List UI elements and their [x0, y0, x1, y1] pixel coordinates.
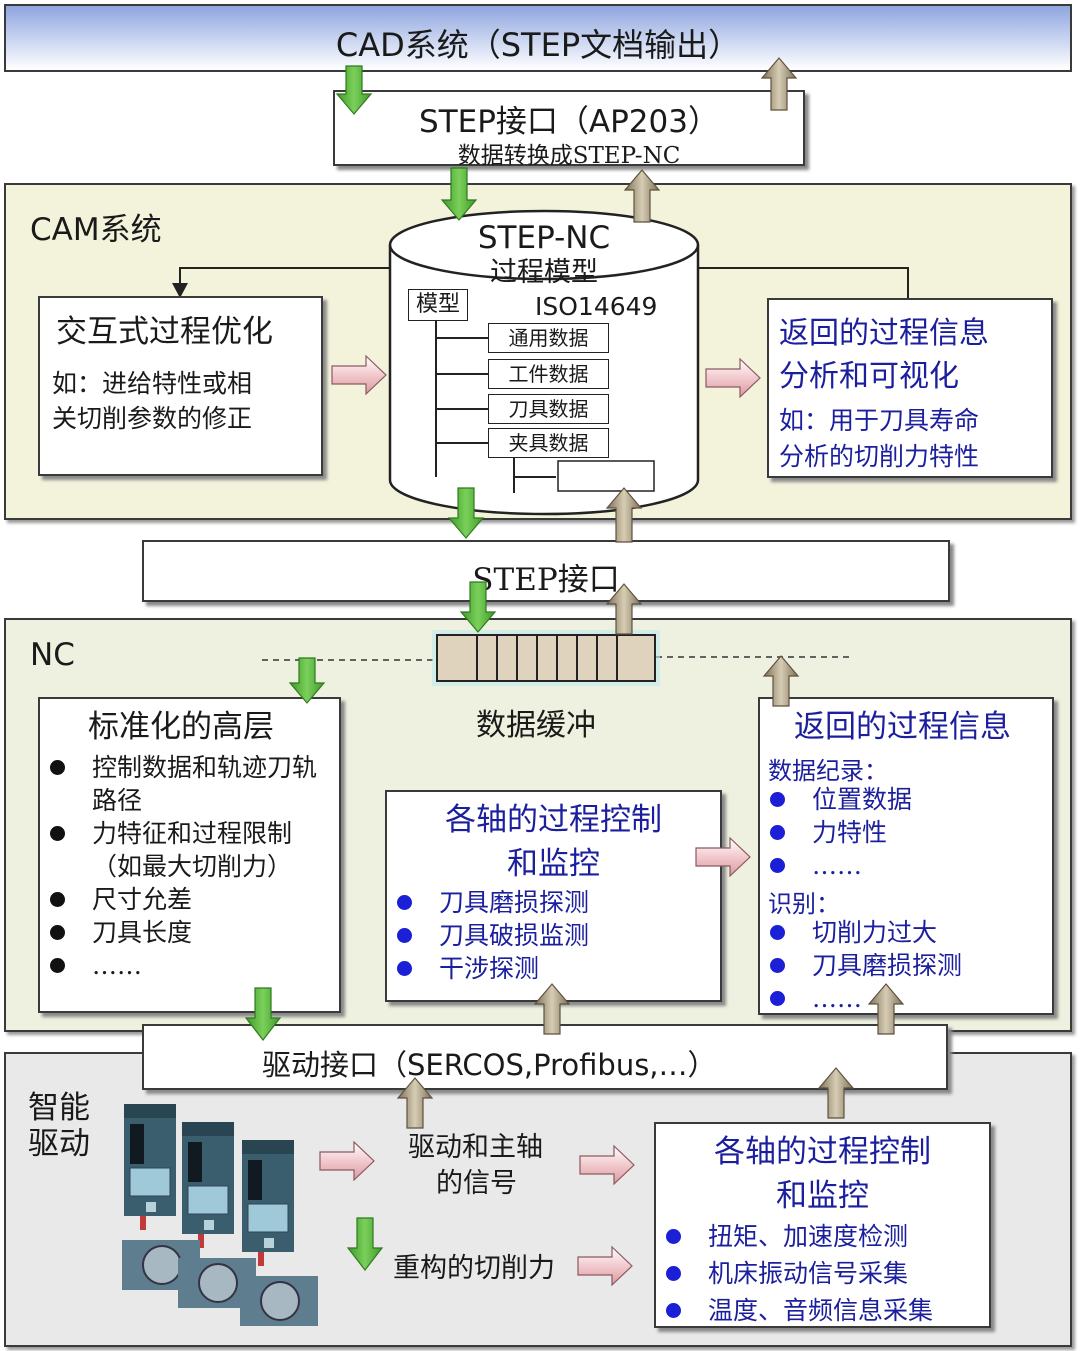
interactive-optimization-body1: 如：进给特性或相 [52, 369, 253, 398]
axis-process-control-list: 刀具磨损探测 刀具破损监测 干涉探测 [387, 886, 589, 985]
db-item-fixture-data: 夹具数据 [488, 428, 609, 458]
step-ap203-subtitle: 数据转换成STEP-NC [457, 143, 681, 169]
list-item: 控制数据和轨迹刀轨路径 [40, 751, 317, 817]
interactive-optimization-body2: 关切削参数的修正 [52, 404, 253, 433]
iso14649-label: ISO14649 [535, 292, 658, 321]
intelligent-drive-label1: 智能 [28, 1090, 90, 1126]
intelligent-drive-label2: 驱动 [28, 1126, 90, 1162]
nc-label: NC [30, 637, 75, 673]
list-item: 干涉探测 [387, 952, 589, 985]
identification-list: 切削力过大 刀具磨损探测 …… [760, 916, 962, 1015]
list-item: 力特征和过程限制（如最大切削力） [40, 817, 317, 883]
data-buffer-cells [432, 630, 660, 686]
cam-connector-lines [172, 267, 909, 298]
list-item: 刀具磨损探测 [760, 949, 962, 982]
list-item: 刀具磨损探测 [387, 886, 589, 919]
data-record-label: 数据纪录： [768, 757, 888, 785]
drive-axis-process-control-list: 扭矩、加速度检测 机床振动信号采集 温度、音频信息采集 [656, 1218, 933, 1329]
returned-process-info-box: 返回的过程信息 数据纪录： 位置数据 力特性 …… 识别： 切削力过大 刀具磨损… [758, 697, 1054, 1015]
axis-process-control-title2: 和监控 [507, 846, 600, 882]
db-item-general-data: 通用数据 [488, 323, 609, 353]
standardized-high-level-list: 控制数据和轨迹刀轨路径 力特征和过程限制（如最大切削力） 尺寸允差 刀具长度 …… [40, 751, 317, 982]
db-title-step-nc: STEP-NC [477, 220, 611, 256]
drive-spindle-signal-line1: 驱动和主轴 [408, 1132, 543, 1163]
drive-axis-process-control-box: 各轴的过程控制 和监控 扭矩、加速度检测 机床振动信号采集 温度、音频信息采集 [654, 1122, 991, 1328]
step-interface-middle: STEP接口 [142, 540, 950, 602]
list-item: 力特性 [760, 816, 912, 849]
model-label-box: 模型 [408, 289, 468, 321]
step-ap203-title: STEP接口（AP203） [419, 104, 719, 140]
axis-process-control-title1: 各轴的过程控制 [445, 802, 662, 838]
drive-units-illustration [122, 1104, 318, 1326]
list-item: 位置数据 [760, 783, 912, 816]
data-record-list: 位置数据 力特性 …… [760, 783, 912, 882]
data-buffer-label: 数据缓冲 [476, 708, 596, 743]
step-interface-middle-title: STEP接口 [472, 562, 620, 598]
interactive-optimization-box: 交互式过程优化 如：进给特性或相 关切削参数的修正 [38, 296, 323, 476]
returned-info-analysis-title1: 返回的过程信息 [779, 316, 989, 351]
db-item-workpiece-data: 工件数据 [488, 359, 609, 389]
returned-process-info-title: 返回的过程信息 [794, 709, 1011, 745]
standardized-high-level-title: 标准化的高层 [88, 709, 274, 745]
interactive-optimization-title: 交互式过程优化 [56, 314, 273, 350]
cam-system-label: CAM系统 [30, 212, 162, 248]
drive-axis-process-control-title1: 各轴的过程控制 [714, 1134, 931, 1170]
reconstructed-cutting-force-label: 重构的切削力 [393, 1253, 555, 1284]
list-item: …… [760, 982, 962, 1015]
cad-system-title: CAD系统（STEP文档输出） [335, 26, 741, 64]
list-item: 温度、音频信息采集 [656, 1292, 933, 1329]
returned-info-analysis-title2: 分析和可视化 [779, 359, 959, 394]
list-item: 机床振动信号采集 [656, 1255, 933, 1292]
list-item: 尺寸允差 [40, 883, 317, 916]
db-item-tool-data: 刀具数据 [488, 394, 609, 424]
cad-system-bar: CAD系统（STEP文档输出） [4, 4, 1072, 72]
returned-info-analysis-body2: 分析的切削力特性 [779, 442, 980, 471]
db-title-process-model: 过程模型 [490, 257, 598, 288]
nc-dashed-line [262, 656, 850, 661]
drive-interface-bar: 驱动接口（SERCOS,Profibus,…） [142, 1024, 948, 1090]
identification-label: 识别： [768, 890, 840, 918]
drive-interface-title: 驱动接口（SERCOS,Profibus,…） [262, 1048, 717, 1082]
step-ap203-interface: STEP接口（AP203） 数据转换成STEP-NC [333, 90, 805, 169]
list-item: 扭矩、加速度检测 [656, 1218, 933, 1255]
drive-spindle-signal-line2: 的信号 [436, 1168, 517, 1199]
returned-info-analysis-body1: 如：用于刀具寿命 [779, 406, 980, 435]
drive-axis-process-control-title2: 和监控 [776, 1178, 869, 1214]
axis-process-control-box: 各轴的过程控制 和监控 刀具磨损探测 刀具破损监测 干涉探测 [385, 790, 722, 1002]
list-item: 切削力过大 [760, 916, 962, 949]
standardized-high-level-box: 标准化的高层 控制数据和轨迹刀轨路径 力特征和过程限制（如最大切削力） 尺寸允差… [38, 697, 341, 1013]
list-item: …… [760, 849, 912, 882]
list-item: 刀具长度 [40, 916, 317, 949]
returned-info-analysis-box: 返回的过程信息 分析和可视化 如：用于刀具寿命 分析的切削力特性 [767, 298, 1053, 478]
list-item: …… [40, 949, 317, 982]
list-item: 刀具破损监测 [387, 919, 589, 952]
